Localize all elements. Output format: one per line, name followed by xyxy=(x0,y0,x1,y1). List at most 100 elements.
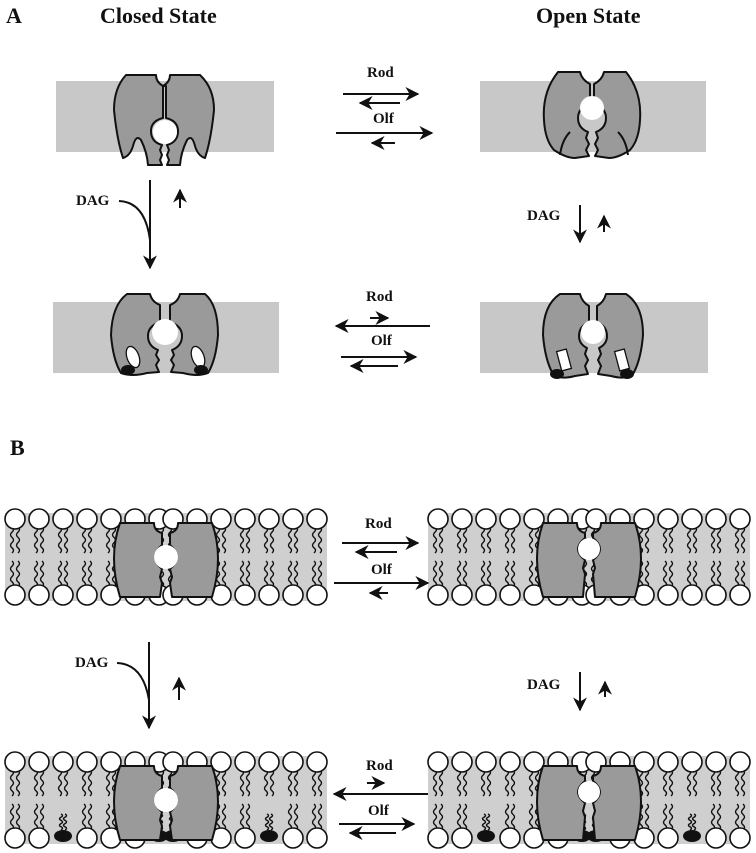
lipid-tail xyxy=(456,560,462,588)
lipid-tail xyxy=(668,560,674,588)
lipid-head xyxy=(100,751,122,773)
lipid-tail xyxy=(716,526,722,554)
lipid-tail xyxy=(57,560,63,588)
lipid-tail xyxy=(432,803,438,831)
lipid-tail xyxy=(239,803,245,831)
lipid-tail xyxy=(269,526,275,554)
lipid-tail xyxy=(269,560,275,588)
dag-molecule xyxy=(54,830,72,842)
lipid-tail xyxy=(221,526,227,554)
lipid-head xyxy=(76,827,98,849)
dag-pocket xyxy=(555,348,573,372)
lipid-head xyxy=(4,584,26,606)
transition-b-bottom: Rod Olf xyxy=(332,758,428,840)
lipid-head xyxy=(100,508,122,530)
lipid-tail xyxy=(668,769,674,797)
lipid-tail xyxy=(293,560,299,588)
lipid-head xyxy=(427,751,449,773)
lipid-tail xyxy=(710,560,716,588)
protein-right-half xyxy=(592,765,642,841)
lipid-tail xyxy=(662,803,668,831)
lipid-tail xyxy=(87,526,93,554)
lipid-head xyxy=(729,827,751,849)
lipid-tail xyxy=(504,526,510,554)
lipid-tail xyxy=(644,769,650,797)
lipid-tail xyxy=(239,560,245,588)
dag-binding-curve xyxy=(118,200,151,241)
lipid-tail xyxy=(734,769,740,797)
lipid-tail xyxy=(692,769,698,797)
lipid-tail xyxy=(9,769,15,797)
lipid-tail xyxy=(456,769,462,797)
lipid-head xyxy=(4,827,26,849)
lipid-tail xyxy=(462,560,468,588)
lipid-head xyxy=(234,584,256,606)
lipid-head xyxy=(76,751,98,773)
lipid-tail xyxy=(15,769,21,797)
lipid-tail xyxy=(15,526,21,554)
lipid-tail xyxy=(317,803,323,831)
lipid-tail xyxy=(263,526,269,554)
lipid-tail xyxy=(438,560,444,588)
channel-closed-a xyxy=(56,74,274,166)
pore xyxy=(578,781,600,803)
lipid-head xyxy=(705,827,727,849)
lipid-tail xyxy=(81,803,87,831)
protein-right-half xyxy=(593,71,642,159)
protein-left-half xyxy=(113,74,164,166)
lipid-head xyxy=(657,827,679,849)
lipid-tail xyxy=(692,560,698,588)
lipid-tail xyxy=(263,560,269,588)
lipid-tail xyxy=(462,769,468,797)
lipid-head xyxy=(427,584,449,606)
lipid-tail xyxy=(662,769,668,797)
protein-left-half xyxy=(536,522,586,598)
lipid-tail xyxy=(528,803,534,831)
lipid-tail xyxy=(710,526,716,554)
lipid-head xyxy=(52,751,74,773)
lipid-tail xyxy=(317,560,323,588)
lipid-tail xyxy=(504,803,510,831)
lipid-tail xyxy=(710,803,716,831)
lipid-tail xyxy=(15,560,21,588)
lipid-head xyxy=(451,508,473,530)
lipid-tail xyxy=(686,769,692,797)
lipid-tail xyxy=(438,803,444,831)
lipid-tail xyxy=(105,560,111,588)
pore xyxy=(578,538,600,560)
lipid-tail xyxy=(311,769,317,797)
lipid-tail xyxy=(710,769,716,797)
label-olf: Olf xyxy=(368,803,390,819)
bilayer-open-dag-b xyxy=(427,751,751,849)
lipid-tail xyxy=(644,803,650,831)
lipid-tail xyxy=(87,560,93,588)
lipid-head xyxy=(282,508,304,530)
lipid-head xyxy=(427,827,449,849)
dag-tail xyxy=(264,813,270,831)
transition-a-left: DAG xyxy=(76,180,187,270)
lipid-head xyxy=(76,584,98,606)
lipid-tail xyxy=(668,526,674,554)
lipid-head xyxy=(705,751,727,773)
lipid-head xyxy=(729,751,751,773)
lipid-head xyxy=(282,584,304,606)
lipid-tail xyxy=(668,803,674,831)
pore xyxy=(154,545,178,569)
lipid-head xyxy=(451,827,473,849)
lipid-tail xyxy=(239,526,245,554)
protein-right-half xyxy=(596,293,644,379)
lipid-tail xyxy=(221,560,227,588)
label-rod: Rod xyxy=(367,65,394,81)
lipid-tail xyxy=(686,560,692,588)
lipid-tail xyxy=(644,526,650,554)
lipid-tail xyxy=(39,769,45,797)
lipid-tail xyxy=(734,526,740,554)
lipid-head xyxy=(681,508,703,530)
lipid-tail xyxy=(432,769,438,797)
lipid-head xyxy=(499,508,521,530)
lipid-tail xyxy=(582,560,588,588)
lipid-head xyxy=(499,584,521,606)
dag-tail xyxy=(268,813,274,831)
dag-molecule xyxy=(260,830,278,842)
